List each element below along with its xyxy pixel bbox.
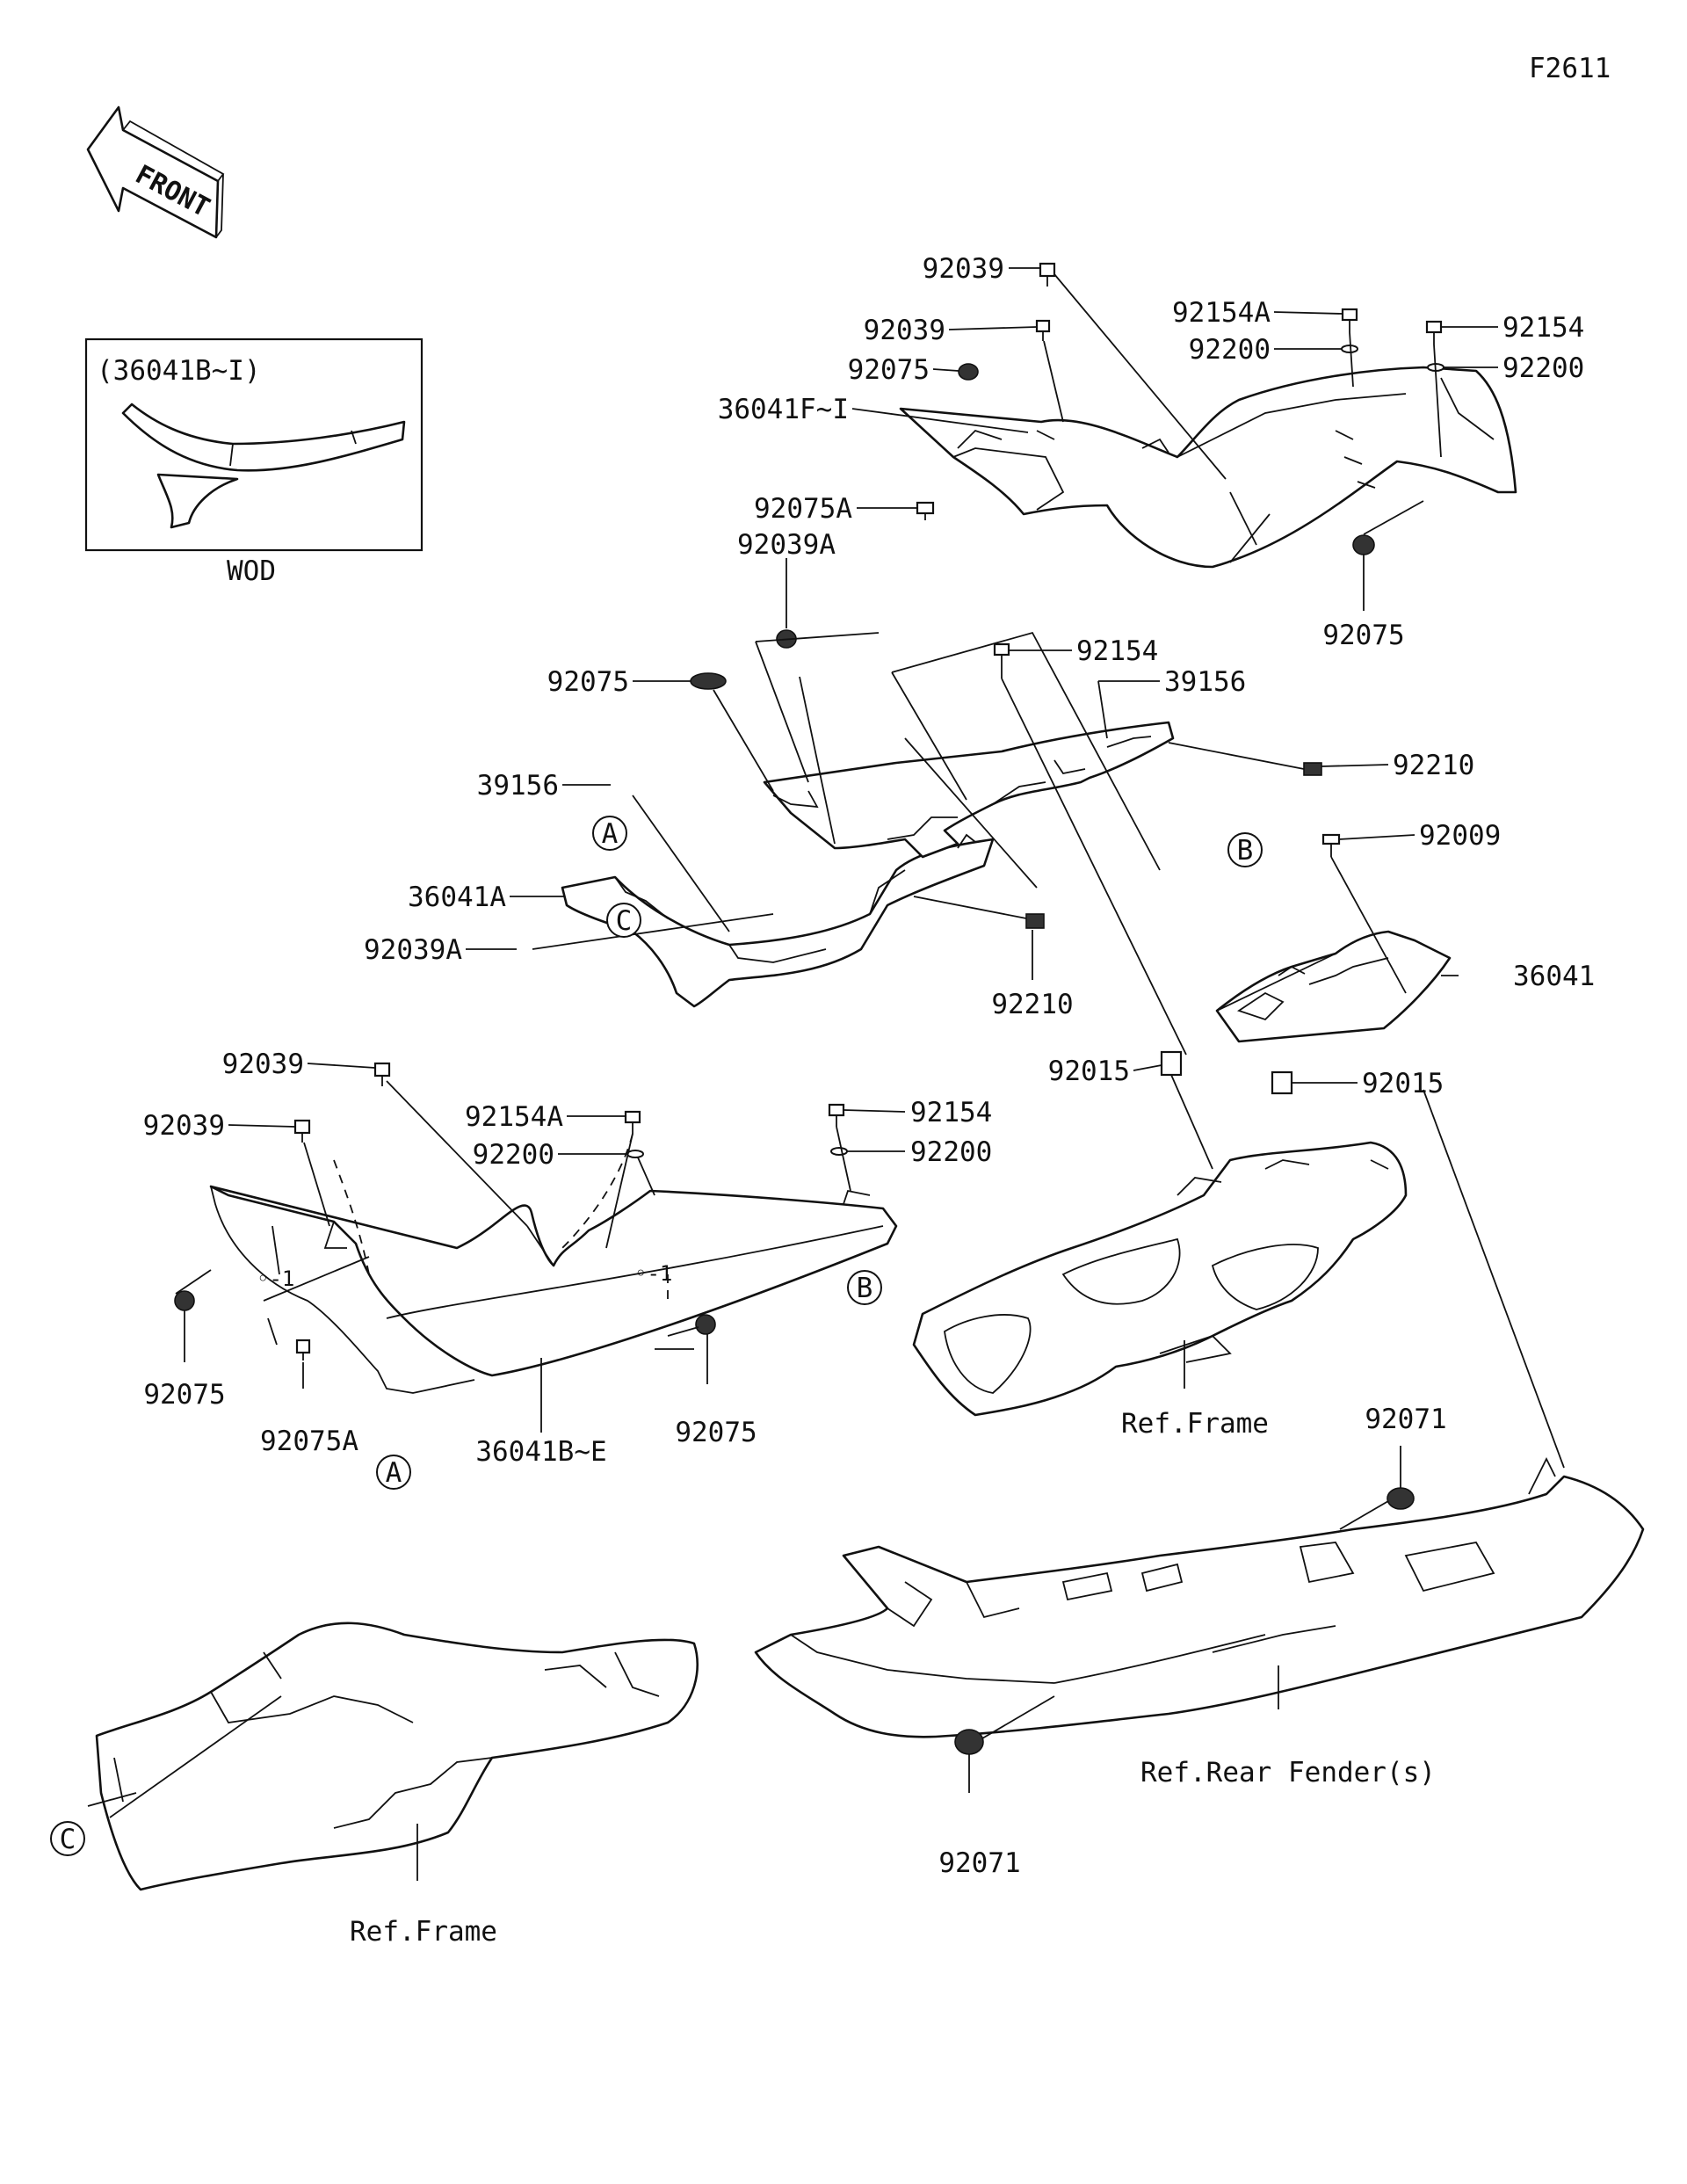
callout-92075: 92075 <box>1322 620 1404 651</box>
callout-92075: 92075 <box>547 666 629 698</box>
callout-ref-frame: Ref.Frame <box>1121 1408 1269 1440</box>
markers: A C B B A C <box>50 816 1263 1856</box>
lower-cowl-part <box>209 1185 898 1394</box>
note-left: ◦-1 <box>257 1266 294 1291</box>
grommet-92075-icon <box>958 363 979 381</box>
grommet-92075-right-icon <box>1352 534 1375 555</box>
note-right: ◦-1 <box>634 1261 672 1286</box>
marker-c-top: C <box>606 903 641 938</box>
inset-caption: WOD <box>227 555 276 587</box>
clip-92039-left-icon <box>373 1062 391 1086</box>
callout-92071: 92071 <box>1365 1404 1446 1435</box>
marker-c-top-label: C <box>616 905 633 937</box>
marker-b-low-label: B <box>857 1273 873 1304</box>
frame-center-part <box>912 1141 1408 1417</box>
screw-92154a-top-icon <box>1341 308 1358 332</box>
callout-92071: 92071 <box>938 1847 1020 1879</box>
screw-92154a-low-icon <box>624 1110 641 1134</box>
marker-a-low-label: A <box>386 1457 402 1489</box>
grommet-92075-left-icon <box>174 1290 195 1311</box>
grommet-92075-low-icon <box>695 1314 716 1335</box>
washer-92200-top-icon <box>1341 345 1358 353</box>
assembly-lines <box>263 631 1161 1350</box>
screw-92154-low-icon <box>828 1103 845 1127</box>
callout-92039: 92039 <box>222 1048 304 1080</box>
clip-92039-left2-icon <box>293 1119 311 1143</box>
callout-36041: 36041 <box>1513 961 1595 992</box>
callout-92039: 92039 <box>143 1110 225 1142</box>
callout-92075a: 92075A <box>754 493 852 525</box>
bolt-92075a-icon <box>916 501 935 520</box>
callout-92154: 92154 <box>910 1097 992 1128</box>
screw-92009-icon <box>1321 833 1341 857</box>
clip-92210-mid-icon <box>1025 913 1045 929</box>
marker-a-low: A <box>376 1455 411 1490</box>
frame-left-part <box>95 1622 699 1891</box>
callout-92075: 92075 <box>848 354 930 386</box>
clip-92039-top-icon <box>1039 262 1056 287</box>
callout-39156: 39156 <box>1164 666 1246 698</box>
callout-92210: 92210 <box>991 989 1073 1020</box>
inset-title: (36041B~I) <box>97 355 261 387</box>
marker-b-top-label: B <box>1237 835 1254 867</box>
screw-92154-top-icon <box>1425 320 1443 345</box>
side-cowl-left-part <box>561 833 995 1008</box>
callout-92154a: 92154A <box>1172 297 1271 329</box>
callout-92075: 92075 <box>675 1417 757 1448</box>
callout-ref-rear-fender: Ref.Rear Fender(s) <box>1140 1757 1436 1789</box>
hardware <box>174 262 1444 1755</box>
callout-92075: 92075 <box>143 1379 225 1411</box>
grommet-92075-mid-icon <box>690 672 727 690</box>
clip-92039-icon <box>1035 319 1051 341</box>
callout-92154: 92154 <box>1076 635 1158 667</box>
rear-fender-part <box>754 1456 1645 1738</box>
screw-92154-mid-icon <box>993 642 1010 678</box>
callout-92200: 92200 <box>1189 334 1271 366</box>
callout-92154a: 92154A <box>465 1101 563 1133</box>
callout-92200: 92200 <box>1502 352 1584 384</box>
marker-b-low: B <box>847 1270 882 1305</box>
callout-36041b-e: 36041B~E <box>475 1436 606 1468</box>
callout-92015: 92015 <box>1362 1068 1444 1099</box>
callout-92009: 92009 <box>1419 820 1501 852</box>
upper-cowl-part <box>899 366 1517 569</box>
callout-92075a: 92075A <box>260 1426 358 1457</box>
nut-92071-right-icon <box>1387 1487 1415 1510</box>
collar-92015-left-icon <box>1160 1050 1183 1077</box>
callout-92039: 92039 <box>923 253 1004 285</box>
marker-c-low: C <box>50 1821 85 1856</box>
callout-92210: 92210 <box>1393 750 1474 781</box>
callout-ref-frame: Ref.Frame <box>350 1916 497 1948</box>
side-cowl-right-part <box>1215 930 1452 1043</box>
callout-92200: 92200 <box>910 1136 992 1168</box>
clip-92210-top-icon <box>1303 762 1322 776</box>
bolt-92075a-left-icon <box>295 1339 311 1360</box>
callout-92200: 92200 <box>473 1139 554 1171</box>
callout-39156: 39156 <box>477 770 559 802</box>
front-arrow-icon: FRONT <box>86 105 225 239</box>
callout-92154: 92154 <box>1502 312 1584 344</box>
callout-92039: 92039 <box>864 315 945 346</box>
washer-92200-low-icon <box>626 1150 644 1158</box>
marker-a-top-label: A <box>602 818 619 850</box>
figure-id: F2611 <box>1529 53 1611 84</box>
washer-92200-low-right-icon <box>830 1147 848 1156</box>
callout-92039a: 92039A <box>364 934 462 966</box>
callouts: 92039 92039 92075 36041F~I 92075A 92039A… <box>143 253 1596 1948</box>
callout-36041a: 36041A <box>408 882 506 913</box>
marker-a-top: A <box>592 816 627 851</box>
collar-92015-right-icon <box>1271 1070 1293 1095</box>
callout-36041f-i: 36041F~I <box>718 394 849 425</box>
callout-92039a: 92039A <box>737 529 836 561</box>
marker-c-low-label: C <box>60 1824 76 1855</box>
callout-92015: 92015 <box>1048 1056 1130 1087</box>
leader-lines <box>87 267 1565 1881</box>
nut-92071-left-icon <box>954 1729 984 1755</box>
marker-b-top: B <box>1227 832 1263 867</box>
inset-panel: (36041B~I) WOD <box>84 337 424 587</box>
